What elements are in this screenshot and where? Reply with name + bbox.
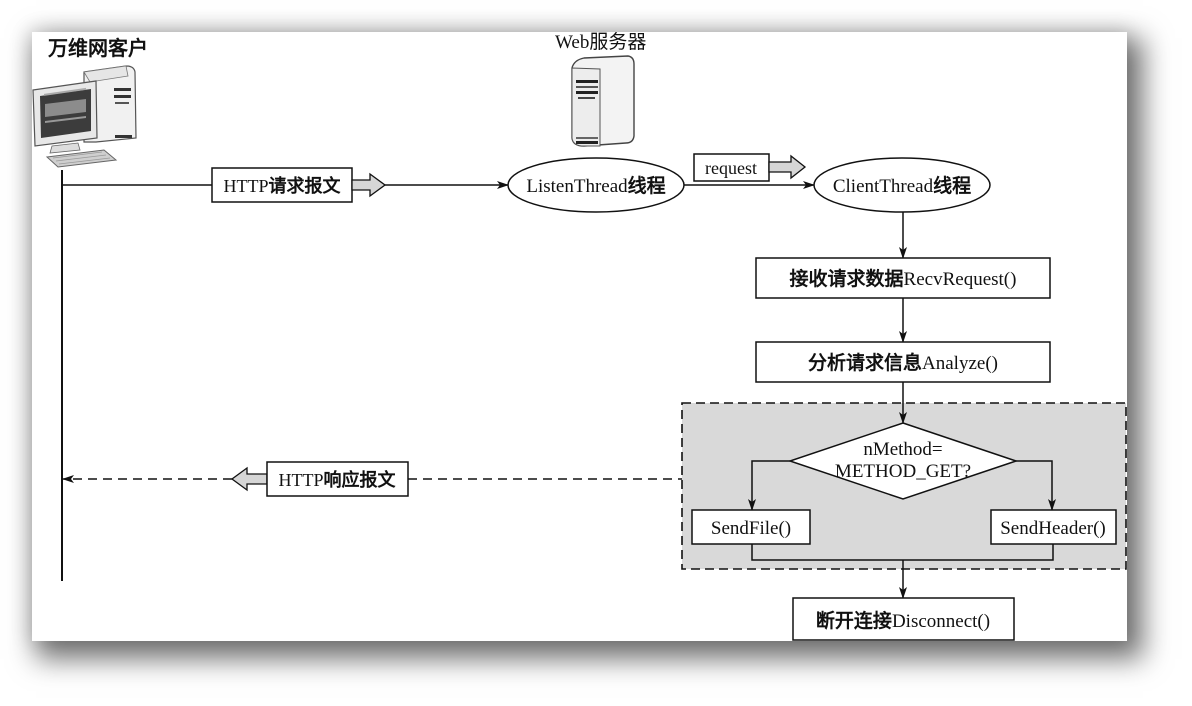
branch-left	[748, 460, 790, 511]
request-pass-message: request	[693, 153, 770, 182]
send-file-label: SendFile()	[711, 518, 791, 539]
svg-text:HTTP请求报文: HTTP请求报文	[224, 175, 342, 196]
http-request-suffix: 请求报文	[269, 175, 342, 196]
listen-thread-node: ListenThread线程	[507, 157, 685, 213]
analyze-en: Analyze()	[922, 353, 998, 374]
svg-text:ClientThread线程: ClientThread线程	[833, 174, 971, 197]
disconnect-cn: 断开连接	[816, 609, 892, 632]
svg-text:接收请求数据RecvRequest(): 接收请求数据RecvRequest()	[790, 267, 1017, 290]
analyze-step: 分析请求信息Analyze()	[755, 341, 1051, 383]
svg-text:HTTP响应报文: HTTP响应报文	[279, 469, 397, 490]
http-response-prefix: HTTP	[279, 470, 324, 490]
block-arrow-right-icon	[351, 172, 387, 198]
recv-request-en: RecvRequest()	[904, 269, 1017, 290]
send-file-step: SendFile()	[691, 509, 811, 545]
client-thread-suffix: 线程	[933, 174, 971, 197]
disconnect-en: Disconnect()	[892, 611, 990, 632]
http-response-suffix: 响应报文	[324, 469, 397, 490]
recv-request-cn: 接收请求数据	[790, 267, 904, 290]
svg-text:断开连接Disconnect(): 断开连接Disconnect()	[816, 609, 990, 632]
svg-text:ListenThread线程: ListenThread线程	[526, 174, 665, 197]
request-pass-label: request	[705, 158, 757, 178]
listen-thread-prefix: ListenThread	[526, 176, 628, 197]
send-header-label: SendHeader()	[1000, 518, 1106, 539]
decision-line2: METHOD_GET?	[835, 461, 971, 482]
http-request-prefix: HTTP	[224, 176, 269, 196]
recv-request-step: 接收请求数据RecvRequest()	[755, 257, 1051, 299]
send-header-step: SendHeader()	[990, 509, 1117, 545]
client-thread-node: ClientThread线程	[813, 157, 991, 213]
svg-text:分析请求信息Analyze(): 分析请求信息Analyze()	[808, 351, 998, 374]
desktop-computer-icon	[32, 65, 137, 168]
block-arrow-left-icon	[230, 466, 268, 492]
block-arrow-right-icon	[768, 154, 807, 180]
client-thread-prefix: ClientThread	[833, 176, 934, 197]
analyze-cn: 分析请求信息	[808, 351, 922, 374]
disconnect-step: 断开连接Disconnect()	[792, 597, 1015, 641]
branch-right	[1016, 460, 1056, 511]
server-tower-icon	[571, 55, 635, 147]
decision-line1: nMethod=	[863, 439, 942, 460]
method-decision: nMethod= METHOD_GET?	[787, 422, 1019, 500]
http-request-message: HTTP请求报文	[211, 167, 353, 203]
client-label: 万维网客户	[47, 36, 148, 60]
server-label: Web服务器	[555, 31, 646, 53]
listen-thread-suffix: 线程	[628, 174, 666, 197]
http-response-message: HTTP响应报文	[266, 461, 409, 497]
